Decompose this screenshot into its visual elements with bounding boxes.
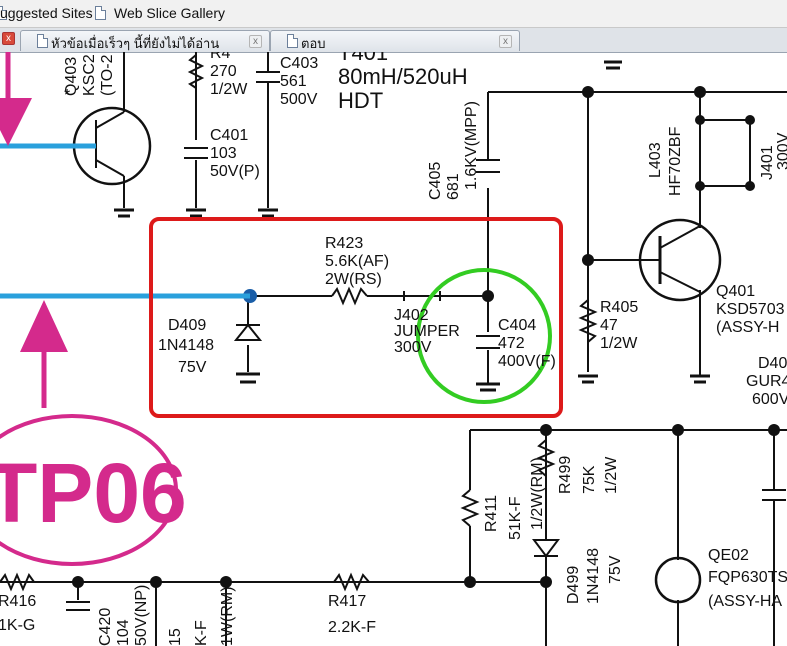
j402-ref: J402 — [394, 307, 429, 324]
r499-value: 75K — [581, 465, 598, 494]
q401-note: (ASSY-H — [716, 319, 779, 336]
c404-rating: 400V(F) — [498, 353, 556, 370]
schematic-diagram: TP06 Q403 KSC2 (TO-2 * R4 270 1/2W C403 … — [0, 52, 787, 646]
q401-ref: Q401 — [716, 283, 755, 300]
close-tab-icon[interactable]: x — [2, 32, 15, 45]
c405-value: 681 — [445, 173, 462, 200]
r405-ref: R405 — [600, 299, 638, 316]
d499-ref: D499 — [565, 566, 582, 604]
r499-rating: 1/2W — [603, 456, 620, 494]
c420-value: 104 — [115, 619, 132, 646]
l403-ref: L403 — [647, 142, 664, 178]
d40x-ref: D40 — [758, 355, 787, 372]
r405-value: 47 — [600, 317, 618, 334]
document-icon — [95, 6, 106, 20]
q403-package: (TO-2 — [99, 54, 116, 96]
j401-value: 300V — [775, 132, 787, 170]
j401-ref: J401 — [759, 145, 776, 180]
q403-part: KSC2 — [81, 54, 98, 96]
q401-part: KSD5703 — [716, 301, 785, 318]
c404-ref: C404 — [498, 317, 536, 334]
misc-kf: K-F — [193, 620, 210, 646]
c403-rating: 500V — [280, 91, 318, 108]
t401-type: HDT — [338, 88, 383, 113]
c405-rating: 1.6KV(MPP) — [463, 101, 480, 190]
q401-transistor-symbol — [638, 218, 722, 302]
close-tab-icon[interactable]: x — [249, 35, 262, 48]
r411-ref: R411 — [483, 495, 500, 532]
j402-type: JUMPER — [394, 323, 460, 340]
tab-bar: x หัวข้อเมื่อเร็วๆ นี้ที่ยังไม่ได้อ่าน x… — [0, 28, 787, 53]
highlight-circle — [416, 268, 552, 404]
test-point-callout — [0, 414, 178, 566]
test-point-label: TP06 — [0, 446, 187, 540]
c401-value: 103 — [210, 145, 237, 162]
r423-value: 5.6K(AF) — [325, 253, 389, 270]
c405-ref: C405 — [427, 162, 444, 200]
d40x-rating: 600V — [752, 391, 787, 408]
d40x-part: GUR4 — [746, 373, 787, 390]
close-tab-icon[interactable]: x — [499, 35, 512, 48]
d409-part: 1N4148 — [158, 337, 214, 354]
c401-rating: 50V(P) — [210, 163, 260, 180]
t401-ref: T401 — [338, 52, 388, 65]
qe02-transistor-symbol — [654, 556, 702, 604]
tab-label: หัวข้อเมื่อเร็วๆ นี้ที่ยังไม่ได้อ่าน — [51, 36, 220, 51]
l403-part: HF70ZBF — [667, 126, 684, 196]
r499-note: 1/2W(RM) — [529, 457, 546, 530]
r4xx-value: 270 — [210, 63, 237, 80]
document-icon — [287, 34, 298, 48]
r417-value: 2.2K-F — [328, 619, 376, 636]
favorite-web-slice-gallery[interactable]: Web Slice Gallery — [114, 5, 226, 21]
q403-star: * — [64, 87, 70, 104]
d499-part: 1N4148 — [585, 548, 602, 604]
q403-ref: Q403 — [63, 57, 80, 96]
favorite-suggested-sites[interactable]: uggested Sites — [0, 5, 93, 21]
document-icon — [37, 34, 48, 48]
d409-ref: D409 — [168, 317, 206, 334]
test-point-arrows — [0, 52, 68, 408]
r411-value: 51K-F — [507, 496, 524, 540]
c401-ref: C401 — [210, 127, 248, 144]
favorites-bar: uggested Sites Web Slice Gallery — [0, 0, 787, 28]
c403-value: 561 — [280, 73, 307, 90]
r416-ref: R416 — [0, 593, 36, 610]
j402-rating: 300V — [394, 339, 432, 356]
document-icon — [0, 6, 7, 20]
r4xx-ref: R4 — [210, 52, 231, 62]
r405-rating: 1/2W — [600, 335, 638, 352]
tab-label: ตอบ — [301, 36, 326, 51]
t401-value: 80mH/520uH — [338, 64, 468, 89]
highlight-box — [149, 217, 563, 418]
misc-r15: 15 — [167, 628, 184, 646]
tab-unread-topics[interactable]: หัวข้อเมื่อเร็วๆ นี้ที่ยังไม่ได้อ่าน x — [20, 30, 270, 51]
r417-ref: R417 — [328, 593, 366, 610]
d409-rating: 75V — [178, 359, 207, 376]
d499-rating: 75V — [607, 555, 624, 584]
c404-value: 472 — [498, 335, 525, 352]
c403-ref: C403 — [280, 55, 318, 72]
misc-rm: 1W(RM) — [219, 586, 236, 646]
qe02-ref: QE02 — [708, 547, 749, 564]
r423-rating: 2W(RS) — [325, 271, 382, 288]
c420-rating: 50V(NP) — [133, 585, 150, 646]
c420-ref: C420 — [97, 608, 114, 646]
r416-value: 1K-G — [0, 617, 35, 634]
r499-ref: R499 — [557, 456, 574, 494]
r423-ref: R423 — [325, 235, 363, 252]
tab-reply[interactable]: ตอบ x — [270, 30, 520, 51]
r4xx-rating: 1/2W — [210, 81, 248, 98]
qe02-note: (ASSY-HA — [708, 593, 782, 610]
qe02-part: FQP630TS — [708, 569, 787, 586]
